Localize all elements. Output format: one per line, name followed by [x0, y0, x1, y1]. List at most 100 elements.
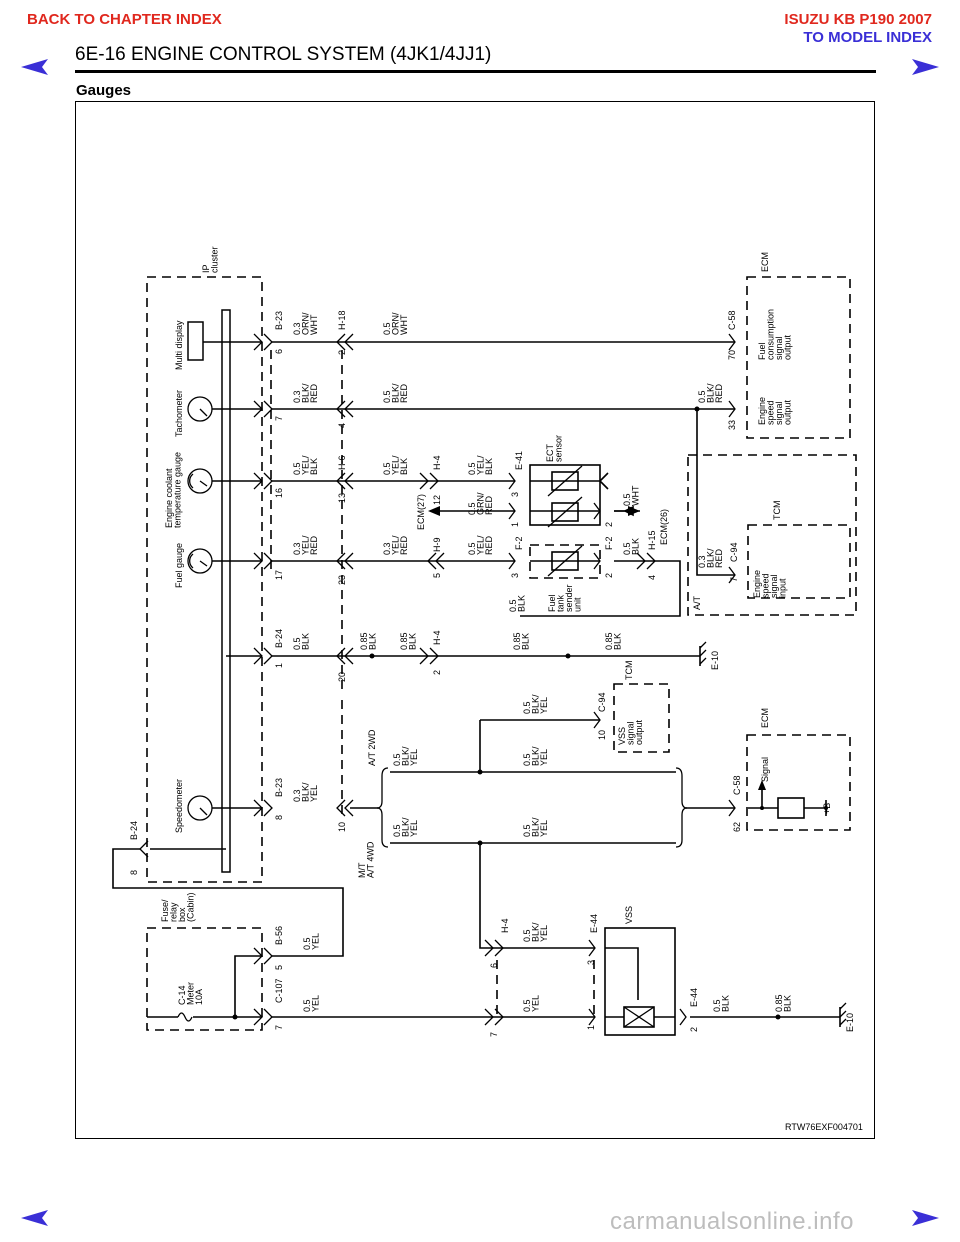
label-w4a: 0.3YEL/RED [292, 535, 319, 555]
next-page-arrow-icon-bottom[interactable] [910, 1209, 940, 1227]
label-c-f2a: F-2 [514, 537, 524, 551]
fuse-icon [177, 1012, 193, 1022]
label-p-7b: 7 [729, 577, 739, 582]
label-v4: 0.3BLK/YEL [292, 782, 319, 802]
label-y2: 0.5YEL [302, 995, 321, 1012]
connector-pin-symbol [253, 1008, 273, 1026]
label-p-3a: 3 [510, 492, 520, 497]
label-g2: 0.85BLK [359, 632, 378, 650]
label-p-62: 62 [732, 822, 742, 832]
label-p-5b: 5 [274, 965, 284, 970]
label-g4: 0.85BLK [512, 632, 531, 650]
label-tcm1: TCM [772, 501, 782, 521]
label-fuse: C-14Meter10A [177, 982, 204, 1005]
label-at1: A/T [692, 595, 702, 610]
connector-pin-symbol [508, 472, 516, 490]
watermark: carmanualsonline.info [610, 1208, 854, 1235]
ecm-box-bottom [746, 734, 851, 831]
label-e2: 0.85BLK [774, 994, 793, 1012]
next-page-arrow-icon[interactable] [910, 58, 940, 76]
label-g5: 0.85BLK [604, 632, 623, 650]
tachometer-icon [187, 396, 213, 422]
connector-symbols [139, 333, 736, 1026]
label-w2b: 0.5BLK/RED [382, 383, 409, 403]
ecm-box-top [746, 276, 851, 439]
label-c-b23b: B-23 [274, 778, 284, 797]
label-v3: 0.5BLK/YEL [522, 746, 549, 766]
connector-pin-symbol [588, 1008, 596, 1026]
at-box [687, 454, 857, 616]
label-c-b56: B-56 [274, 926, 284, 945]
label-c-b23a: B-23 [274, 311, 284, 330]
label-p-10b: 10 [597, 730, 607, 740]
label-c-c107: C-107 [274, 978, 284, 1003]
label-c-h6: H-6 [337, 455, 347, 470]
label-w7: 0.5BLK [622, 538, 641, 555]
connector-pin-symbol [593, 552, 601, 570]
prev-page-arrow-icon-bottom[interactable] [20, 1209, 50, 1227]
label-w1b: 0.5ORN/WHT [382, 312, 409, 335]
ground-e10-icon-bottom [839, 1002, 847, 1027]
label-w5: 0.5BLK [508, 595, 527, 612]
label-ecm26: ECM(26) [659, 509, 669, 545]
connector-pin-symbol [253, 947, 273, 965]
ground-e10-icon [699, 641, 707, 666]
label-ecm2: ECM [760, 708, 770, 728]
connector-pin-symbol [253, 647, 273, 665]
section-heading: Gauges [76, 82, 132, 99]
to-model-index-link[interactable]: TO MODEL INDEX [803, 29, 932, 46]
label-w9: 0.3BLK/RED [697, 548, 724, 568]
label-fuel-gauge: Fuel gauge [174, 543, 184, 588]
speedometer-icon [187, 795, 213, 821]
label-p-5a: 5 [432, 573, 442, 578]
label-p-4a: 4 [337, 423, 347, 428]
multi-display-icon [187, 321, 204, 361]
label-p-70: 70 [727, 350, 737, 360]
prev-page-arrow-icon[interactable] [20, 58, 50, 76]
label-fuse-box: Fuse/relaybox(Cabin) [160, 892, 196, 922]
label-c-c94b: C-94 [597, 692, 607, 712]
label-w3a: 0.5YEL/BLK [292, 455, 319, 475]
cluster-bus-bar [221, 309, 231, 873]
back-to-chapter-index-link[interactable]: BACK TO CHAPTER INDEX [27, 11, 222, 28]
figure-id: RTW76EXF004701 [785, 1122, 863, 1132]
connector-pin-symbol [336, 472, 354, 490]
label-eng-speed-out: Enginespeedsignaloutput [757, 397, 793, 425]
connector-pin-symbol [419, 647, 439, 665]
label-multi: Multi display [174, 320, 184, 370]
page-title: 6E-16 ENGINE CONTROL SYSTEM (4JK1/4JJ1) [75, 44, 492, 65]
label-w1a: 0.3ORN/WHT [292, 312, 319, 335]
connector-pin-symbol [427, 552, 445, 570]
connector-pin-symbol [728, 799, 736, 817]
fuse-relay-box [146, 927, 263, 1031]
label-c-b24a: B-24 [274, 629, 284, 648]
title-divider [75, 70, 876, 73]
label-p-2e: 2 [689, 1027, 699, 1032]
label-c-c58a: C-58 [727, 310, 737, 330]
label-c-c94a: C-94 [729, 542, 739, 562]
connector-pin-symbol [484, 1008, 504, 1026]
label-p-6: 6 [274, 349, 284, 354]
label-p-16: 16 [274, 488, 284, 498]
vss-signal-wires [350, 719, 735, 949]
label-w3c: 0.5YEL/BLK [467, 455, 494, 475]
label-tcm2: TCM [624, 661, 634, 681]
label-p-10a: 10 [337, 822, 347, 832]
label-p-33: 33 [727, 420, 737, 430]
label-c-h18: H-18 [337, 310, 347, 330]
label-v5: 0.5BLK/YEL [392, 817, 419, 837]
label-p-4b: 4 [647, 575, 657, 580]
connector-pin-symbol [636, 552, 656, 570]
label-c-h15: H-15 [647, 530, 657, 550]
label-v7: 0.5BLK/YEL [522, 922, 549, 942]
ect-gauge-icon [187, 468, 213, 494]
tcm-box-top [747, 524, 851, 599]
label-p-7a: 7 [274, 416, 284, 421]
connector-pin-symbol [588, 939, 596, 957]
connector-pin-symbol [139, 840, 149, 858]
fuel-sender-box [529, 544, 601, 579]
label-c-e44b: E-44 [689, 988, 699, 1007]
label-p-2c: 2 [604, 522, 614, 527]
label-c-h4b: H-4 [432, 630, 442, 645]
